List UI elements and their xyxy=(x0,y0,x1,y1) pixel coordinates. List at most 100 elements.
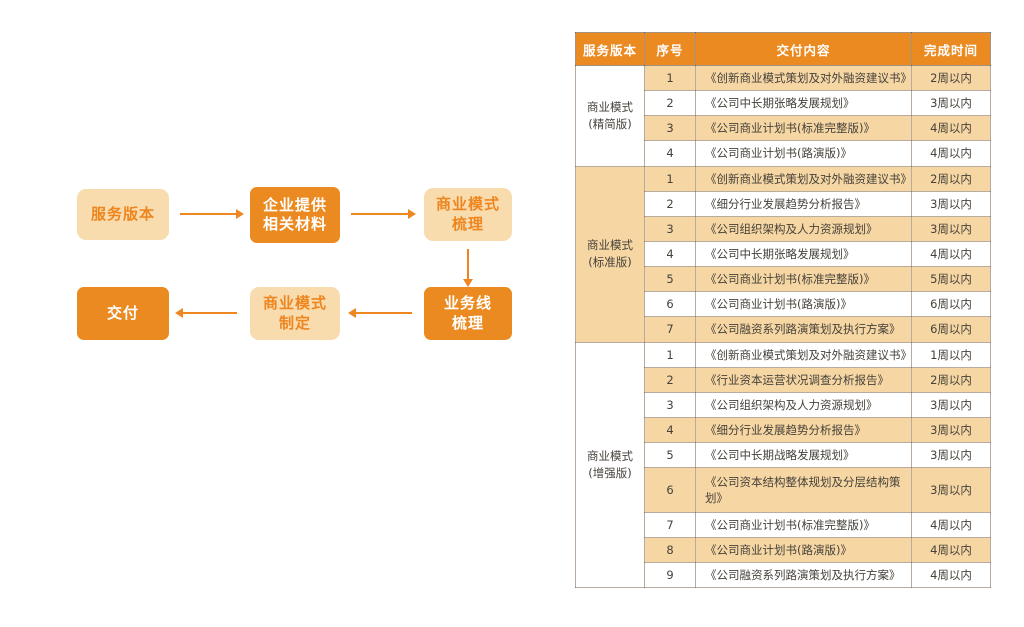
table-row: 4《细分行业发展趋势分析报告》3周以内 xyxy=(576,416,991,444)
row-number-cell: 2 xyxy=(644,90,696,117)
flow-node-label: 相关材料 xyxy=(262,215,327,233)
flow-node-label: 业务线 xyxy=(443,294,492,312)
table-row: 商业模式(增强版)1《创新商业模式策划及对外融资建议书》1周以内 xyxy=(575,341,991,589)
flow-node-model-formulation: 商业模式 制定 xyxy=(250,287,340,340)
table-row: 商业模式(精简版)1《创新商业模式策划及对外融资建议书》2周以内 xyxy=(575,64,991,167)
row-number-cell: 3 xyxy=(644,115,696,142)
flow-node-delivery: 交付 xyxy=(77,287,169,340)
table-header-row: 服务版本序号交付内容完成时间 xyxy=(575,32,991,66)
arrow-right-icon xyxy=(180,209,244,219)
deliverable-content-cell: 《公司中长期战略发展规划》 xyxy=(695,442,912,469)
flow-node-business-model-sorting: 商业模式 梳理 xyxy=(424,188,512,241)
deliverable-content-cell: 《公司商业计划书(路演版)》 xyxy=(695,536,912,563)
deliverable-content-cell: 《公司商业计划书(标准完整版)》 xyxy=(695,115,912,142)
row-number-cell: 1 xyxy=(644,165,696,192)
deliverable-content-cell: 《公司商业计划书(路演版)》 xyxy=(695,291,912,318)
row-number-cell: 3 xyxy=(644,391,696,418)
row-number-cell: 6 xyxy=(644,291,696,318)
table-header-cell: 交付内容 xyxy=(695,32,912,66)
row-number-cell: 1 xyxy=(644,341,696,368)
service-version-cell: 商业模式(增强版) xyxy=(575,341,645,589)
completion-time-cell: 4周以内 xyxy=(911,140,991,167)
deliverable-content-cell: 《公司商业计划书(标准完整版)》 xyxy=(695,511,912,538)
table-header-cell: 完成时间 xyxy=(911,32,991,66)
row-number-cell: 7 xyxy=(644,316,696,343)
row-number-cell: 4 xyxy=(644,240,696,268)
completion-time-cell: 3周以内 xyxy=(911,416,991,444)
table-row: 6《公司商业计划书(路演版)》6周以内 xyxy=(576,291,991,318)
row-number-cell: 5 xyxy=(644,266,696,293)
arrow-left-icon xyxy=(175,308,237,318)
row-number-cell: 5 xyxy=(644,442,696,469)
version-variant-label: (精简版) xyxy=(588,116,632,131)
deliverable-content-cell: 《公司融资系列路演策划及执行方案》 xyxy=(695,316,912,343)
deliverable-content-cell: 《公司组织架构及人力资源规划》 xyxy=(695,391,912,418)
flow-node-service-version: 服务版本 xyxy=(77,189,169,240)
table-row: 商业模式(标准版)1《创新商业模式策划及对外融资建议书》2周以内 xyxy=(575,165,991,343)
row-number-cell: 6 xyxy=(644,467,696,513)
completion-time-cell: 4周以内 xyxy=(911,536,991,563)
deliverables-table: 服务版本序号交付内容完成时间 商业模式(精简版)1《创新商业模式策划及对外融资建… xyxy=(575,32,991,589)
row-number-cell: 2 xyxy=(644,190,696,217)
completion-time-cell: 6周以内 xyxy=(911,291,991,318)
completion-time-cell: 3周以内 xyxy=(911,90,991,117)
completion-time-cell: 3周以内 xyxy=(911,467,991,513)
table-row: 9《公司融资系列路演策划及执行方案》4周以内 xyxy=(576,561,991,589)
table-row: 4《公司中长期张略发展规划》4周以内 xyxy=(576,240,991,268)
completion-time-cell: 6周以内 xyxy=(911,316,991,343)
flow-node-label: 商业模式 xyxy=(262,294,327,312)
flow-node-label: 制定 xyxy=(278,313,311,332)
table-header-cell: 序号 xyxy=(644,32,696,66)
version-label: 商业模式 xyxy=(587,100,633,115)
version-variant-label: (标准版) xyxy=(588,255,632,270)
version-variant-label: (增强版) xyxy=(588,465,632,480)
flow-node-label: 服务版本 xyxy=(90,204,155,223)
table-header-cell: 服务版本 xyxy=(575,32,645,66)
flow-node-label: 企业提供 xyxy=(262,195,327,214)
flow-node-label: 商业模式 xyxy=(435,195,500,213)
service-version-cell: 商业模式 (标准版) xyxy=(575,165,645,343)
flow-node-business-line-sorting: 业务线 梳理 xyxy=(424,287,512,340)
row-number-cell: 8 xyxy=(644,536,696,563)
row-number-cell: 3 xyxy=(644,215,696,242)
row-number-cell: 1 xyxy=(644,64,696,92)
table-row: 7《公司商业计划书(标准完整版)》4周以内 xyxy=(576,511,991,538)
table-row: 2《细分行业发展趋势分析报告》3周以内 xyxy=(576,190,991,217)
flow-node-company-materials: 企业提供 相关材料 xyxy=(250,187,340,243)
version-label: 商业模式 xyxy=(587,449,633,464)
arrow-left-icon xyxy=(348,308,412,318)
completion-time-cell: 3周以内 xyxy=(911,442,991,469)
table-row: 5《公司中长期战略发展规划》3周以内 xyxy=(576,442,991,469)
completion-time-cell: 4周以内 xyxy=(911,240,991,268)
deliverable-content-cell: 《公司商业计划书(标准完整版)》 xyxy=(695,266,912,293)
flow-node-label: 梳理 xyxy=(451,313,484,332)
deliverable-content-cell: 《公司组织架构及人力资源规划》 xyxy=(695,215,912,242)
completion-time-cell: 4周以内 xyxy=(911,115,991,142)
deliverable-content-cell: 《公司商业计划书(路演版)》 xyxy=(695,140,912,167)
deliverable-content-cell: 《细分行业发展趋势分析报告》 xyxy=(695,416,912,444)
row-number-cell: 7 xyxy=(644,511,696,538)
completion-time-cell: 4周以内 xyxy=(911,561,991,589)
deliverable-content-cell: 《公司融资系列路演策划及执行方案》 xyxy=(695,561,912,589)
version-label: 商业模式 xyxy=(587,238,633,253)
completion-time-cell: 3周以内 xyxy=(911,190,991,217)
table-row: 8《公司商业计划书(路演版)》4周以内 xyxy=(576,536,991,563)
completion-time-cell: 2周以内 xyxy=(911,366,991,393)
table-row: 3《公司商业计划书(标准完整版)》4周以内 xyxy=(576,115,991,142)
row-number-cell: 4 xyxy=(644,416,696,444)
table-row: 2《行业资本运营状况调查分析报告》2周以内 xyxy=(576,366,991,393)
table-header: 服务版本序号交付内容完成时间 xyxy=(575,32,991,66)
arrow-down-icon xyxy=(463,249,473,287)
deliverable-content-cell: 《行业资本运营状况调查分析报告》 xyxy=(695,366,912,393)
deliverables-table-wrap: 服务版本序号交付内容完成时间 商业模式(精简版)1《创新商业模式策划及对外融资建… xyxy=(575,32,991,589)
completion-time-cell: 3周以内 xyxy=(911,215,991,242)
arrow-right-icon xyxy=(351,209,416,219)
deliverable-content-cell: 《细分行业发展趋势分析报告》 xyxy=(695,190,912,217)
deliverable-content-cell: 《公司中长期张略发展规划》 xyxy=(695,90,912,117)
deliverable-content-cell: 《公司中长期张略发展规划》 xyxy=(695,240,912,268)
completion-time-cell: 3周以内 xyxy=(911,391,991,418)
deliverable-content-cell: 《公司资本结构整体规划及分层结构策划》 xyxy=(695,467,912,513)
completion-time-cell: 1周以内 xyxy=(911,341,991,368)
